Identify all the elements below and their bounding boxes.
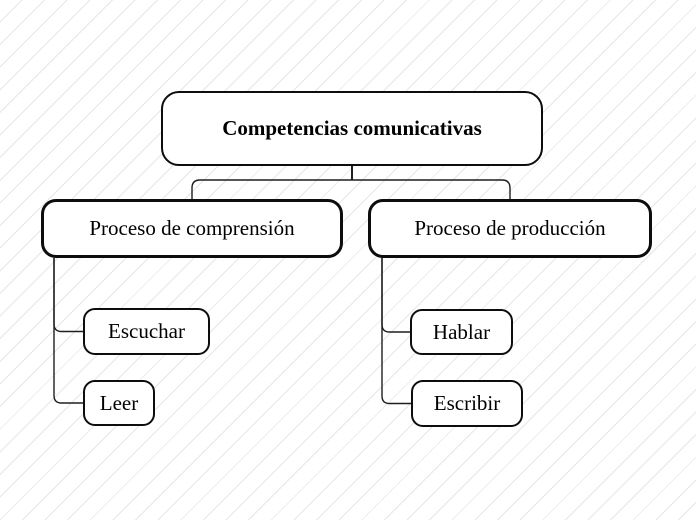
node-proceso-comprension: Proceso de comprensión	[41, 199, 343, 258]
node-leaf-label: Escuchar	[108, 319, 185, 343]
comprension-leer-connector	[53, 258, 83, 404]
node-leaf-label: Escribir	[433, 391, 501, 415]
node-branch-label: Proceso de producción	[414, 216, 606, 240]
node-hablar: Hablar	[410, 309, 513, 355]
node-proceso-produccion: Proceso de producción	[368, 199, 652, 258]
produccion-escribir-connector	[381, 258, 411, 405]
node-branch-label: Proceso de comprensión	[89, 216, 295, 240]
root-bracket-connector	[191, 179, 511, 199]
node-escribir: Escribir	[411, 380, 523, 427]
node-escuchar: Escuchar	[83, 308, 210, 355]
node-root-label: Competencias comunicativas	[222, 116, 482, 140]
node-leaf-label: Leer	[99, 390, 139, 415]
node-leaf-label: Hablar	[432, 319, 491, 344]
node-root: Competencias comunicativas	[161, 91, 543, 166]
node-leer: Leer	[83, 380, 155, 426]
produccion-hablar-connector	[381, 258, 410, 333]
comprension-escuchar-connector	[53, 258, 83, 333]
